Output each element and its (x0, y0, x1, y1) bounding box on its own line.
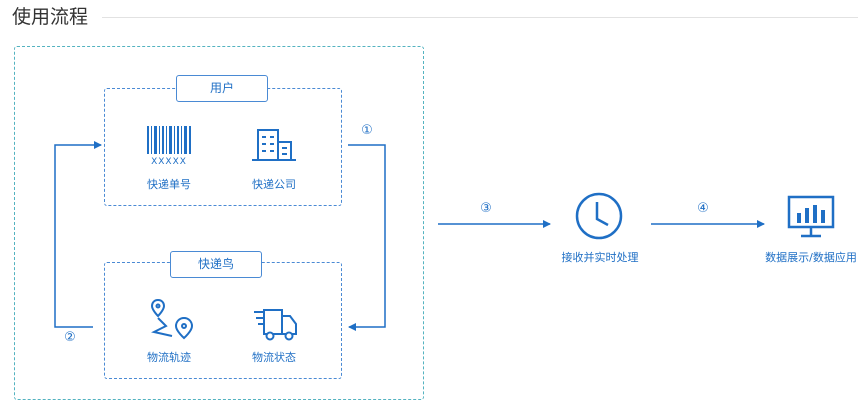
logistics-track-label: 物流轨迹 (147, 351, 191, 364)
logistics-status-label: 物流状态 (252, 351, 296, 364)
delivery-truck-icon (254, 309, 297, 341)
courier-company-label: 快递公司 (252, 178, 296, 191)
building-icon (252, 129, 296, 161)
title-divider (102, 17, 858, 18)
section-title: 使用流程 (12, 6, 89, 28)
input-area-frame (14, 46, 424, 400)
route-pin-icon (150, 298, 194, 340)
step-1-number: ① (361, 123, 373, 138)
arrow-step-1 (348, 144, 386, 331)
clock-icon (575, 192, 623, 240)
process-label: 接收并实时处理 (561, 251, 639, 264)
arrow-step-2 (54, 141, 102, 328)
barcode-icon: XXXXX (147, 126, 191, 167)
tracking-number-label: 快递单号 (147, 178, 191, 191)
user-group-tag: 用户 (176, 75, 268, 102)
station-group-tag: 快递鸟 (170, 251, 262, 278)
step-3-number: ③ (480, 201, 492, 216)
step-2-number: ② (64, 330, 76, 345)
step-4-number: ④ (697, 201, 709, 216)
svg-text:XXXXX: XXXXX (151, 157, 187, 167)
output-label: 数据展示/数据应用 (765, 251, 857, 264)
monitor-chart-icon (787, 195, 835, 238)
